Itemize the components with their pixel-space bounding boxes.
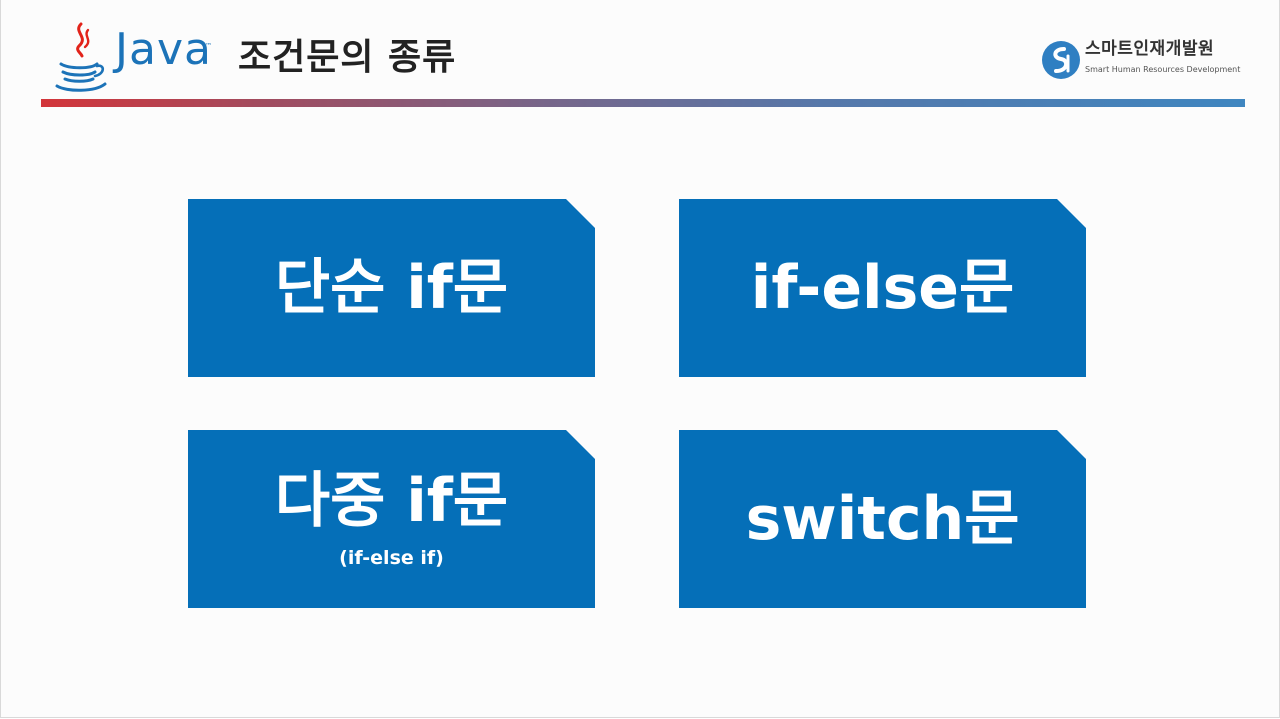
trademark-symbol: ™	[205, 42, 212, 50]
header-divider-bar	[41, 99, 1245, 107]
brand-name: 스마트인재개발원	[1085, 39, 1215, 59]
card-multi-if: 다중 if문 (if-else if)	[188, 430, 595, 608]
card-title: 단순 if문	[274, 253, 509, 323]
card-title: switch문	[745, 484, 1020, 554]
card-subtitle: (if-else if)	[339, 546, 444, 569]
card-title: 다중 if문	[274, 465, 509, 536]
page-title: 조건문의 종류	[238, 37, 457, 78]
card-simple-if: 단순 if문	[188, 199, 595, 377]
card-switch: switch문	[679, 430, 1086, 608]
java-cup-icon	[55, 22, 107, 92]
header: Java ™ 조건문의 종류 스마트인재개발원 Smart Human Reso…	[1, 0, 1279, 107]
brand-logo-icon	[1042, 41, 1080, 79]
card-title: if-else문	[750, 253, 1015, 323]
brand-tagline: Smart Human Resources Development	[1085, 65, 1241, 74]
java-wordmark: Java	[115, 24, 212, 75]
card-if-else: if-else문	[679, 199, 1086, 377]
